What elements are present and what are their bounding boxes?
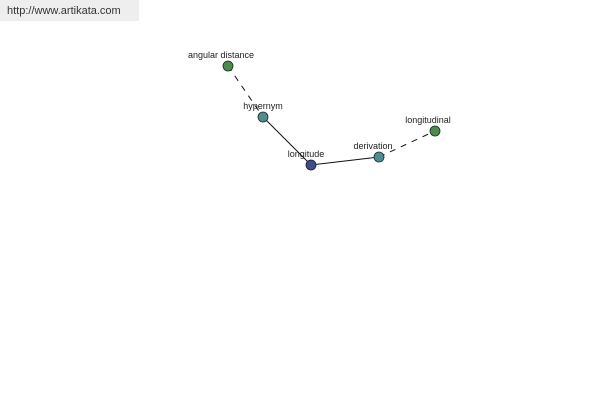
node-dot-derivation: [373, 151, 385, 163]
node-dot-longitudinal: [429, 125, 441, 137]
edge-longitude-derivation: [310, 156, 380, 166]
node-dot-hypernym: [257, 111, 269, 123]
node-dot-longitude: [305, 159, 317, 171]
node-angular-distance[interactable]: angular distance: [188, 50, 254, 72]
edge-hypernym-longitude: [262, 116, 312, 166]
node-longitudinal[interactable]: longitudinal: [405, 115, 451, 137]
node-label-longitude: longitude: [288, 149, 325, 159]
source-link[interactable]: http://www.artikata.com: [0, 0, 139, 21]
node-longitude[interactable]: longitude: [288, 149, 325, 171]
node-hypernym[interactable]: hypernym: [243, 101, 283, 123]
node-label-angular-distance: angular distance: [188, 50, 254, 60]
edge-angular-distance-hypernym: [227, 65, 264, 118]
edges-layer: [227, 65, 436, 166]
node-derivation[interactable]: derivation: [353, 141, 393, 163]
edge-derivation-longitudinal: [378, 130, 436, 158]
nodes-layer: angular distance hypernym longitude deri…: [188, 50, 451, 171]
node-dot-angular-distance: [222, 60, 234, 72]
node-label-hypernym: hypernym: [243, 101, 283, 111]
node-label-longitudinal: longitudinal: [405, 115, 451, 125]
node-label-derivation: derivation: [353, 141, 392, 151]
